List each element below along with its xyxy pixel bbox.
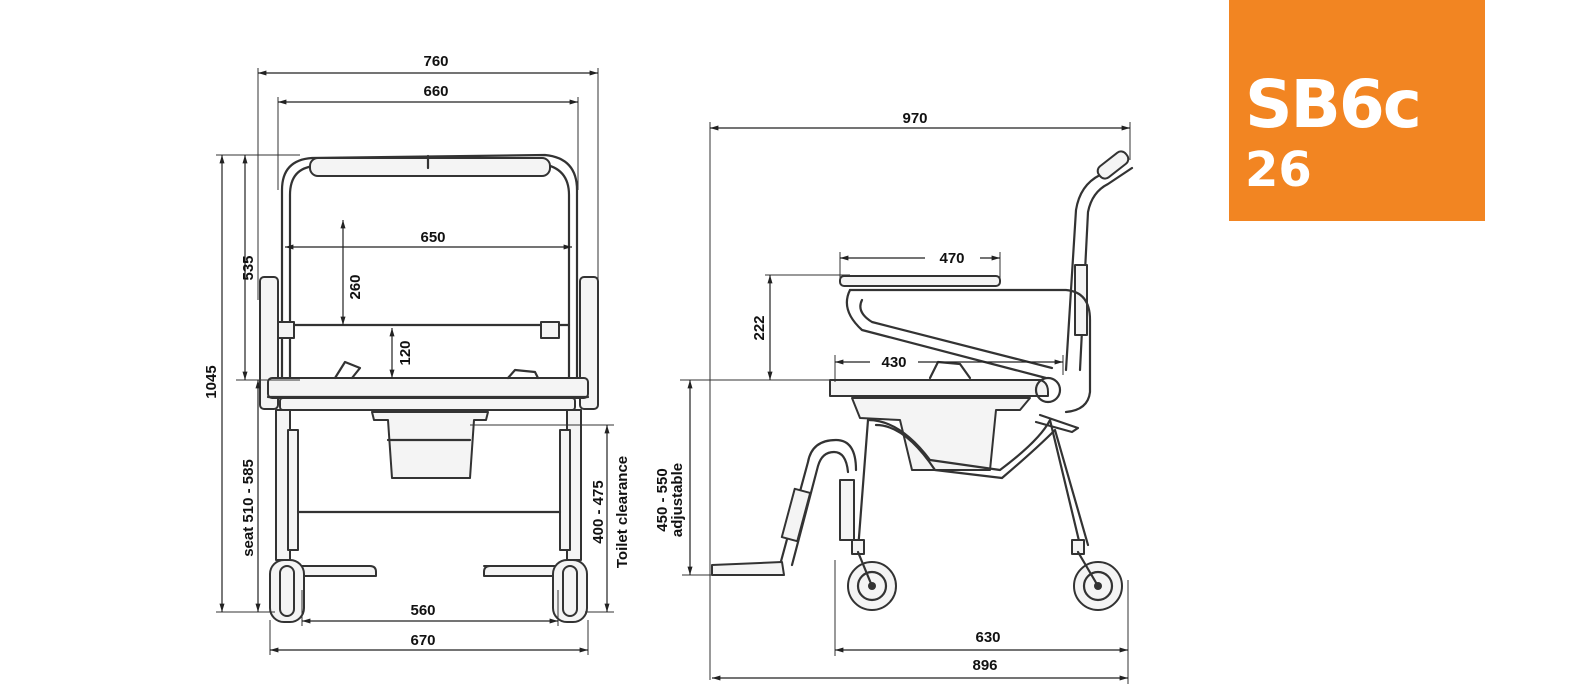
dim-outer-wheel-width: 670	[410, 632, 435, 649]
dim-overall-width: 760	[423, 53, 448, 70]
dim-backrest-width: 650	[420, 229, 445, 246]
dim-base-length: 896	[972, 657, 997, 674]
model-size: 26	[1245, 142, 1312, 198]
side-view-chair	[711, 150, 1134, 611]
dim-seat-height: seat 510 - 585	[240, 459, 257, 557]
toilet-clearance-label: Toilet clearance	[614, 456, 631, 568]
dim-back-height: 535	[240, 255, 257, 280]
dim-backrest-height: 260	[347, 274, 364, 299]
model-badge: SB6c 26	[1229, 0, 1485, 221]
dim-seat-depth: 430	[881, 354, 906, 371]
side-view-dimensions: 970 470 222 430 450 - 550 adjustable 630…	[654, 110, 1131, 684]
dim-armrest-length: 470	[939, 250, 964, 267]
footrest-adjustable-label: adjustable	[669, 463, 686, 537]
front-view-chair	[259, 153, 599, 623]
dim-footrest-range: 450 - 550	[654, 468, 671, 531]
front-view-dimensions: 760 660 650 535 1045 260 120 seat 510 - …	[203, 53, 631, 655]
model-name: SB6c	[1245, 66, 1422, 143]
dim-armrest-height: 222	[751, 315, 768, 340]
dim-wheelbase: 630	[975, 629, 1000, 646]
dim-overall-length: 970	[902, 110, 927, 127]
dim-inner-wheel-width: 560	[410, 602, 435, 619]
dim-overall-height: 1045	[203, 365, 220, 398]
dim-toilet-clearance: 400 - 475	[590, 480, 607, 543]
dim-seat-gap: 120	[397, 340, 414, 365]
dim-armrest-width: 660	[423, 83, 448, 100]
